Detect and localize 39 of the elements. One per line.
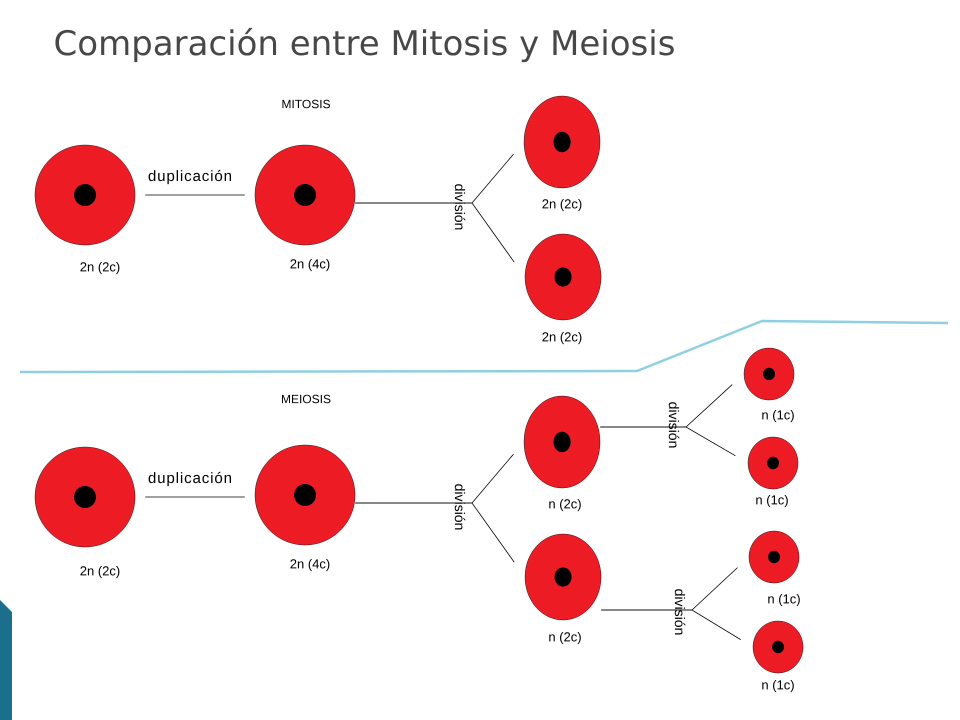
ploidy-label: 2n (4c)	[290, 558, 330, 572]
ploidy-label: 2n (2c)	[542, 332, 582, 344]
vertical-label: división	[674, 589, 686, 634]
cell-circle	[748, 530, 800, 584]
cell-circle	[524, 534, 602, 620]
cell-circle	[524, 234, 602, 320]
connector-line	[144, 194, 246, 196]
title: Comparación entre Mitosis y Meiosis	[55, 28, 674, 62]
cell-circle	[34, 144, 136, 246]
connector-line	[600, 426, 736, 456]
ploidy-label: n (1c)	[762, 680, 794, 692]
section-label: MEIOSIS	[282, 394, 330, 404]
connector-line	[354, 202, 515, 263]
connector-line	[354, 502, 515, 563]
cell-circle	[34, 446, 136, 548]
section-label: MITOSIS	[282, 100, 330, 108]
ploidy-label: n (2c)	[549, 498, 581, 512]
ploidy-label: 2n (2c)	[80, 262, 120, 274]
ploidy-label: n (2c)	[549, 632, 581, 644]
ploidy-label: n (1c)	[768, 594, 800, 606]
cell-circle	[254, 144, 356, 246]
vertical-label: división	[454, 184, 466, 230]
ploidy-label: 2n (2c)	[80, 566, 120, 578]
cell-circle	[748, 436, 798, 490]
edge-label: duplicación	[148, 472, 232, 486]
cell-circle	[524, 96, 600, 188]
cell-circle	[752, 620, 804, 674]
ploidy-label: 2n (2c)	[542, 198, 582, 212]
cell-circle	[524, 396, 600, 488]
cell-circle	[254, 444, 356, 546]
vertical-label: división	[454, 484, 466, 530]
cell-circle	[744, 348, 794, 400]
ploidy-label: n (1c)	[762, 410, 794, 422]
connector-line	[144, 496, 246, 498]
ploidy-label: n (1c)	[756, 494, 788, 508]
connector-line	[600, 610, 742, 640]
vertical-label: división	[668, 402, 680, 448]
ploidy-label: 2n (4c)	[290, 258, 330, 272]
edge-label: duplicación	[148, 170, 232, 184]
